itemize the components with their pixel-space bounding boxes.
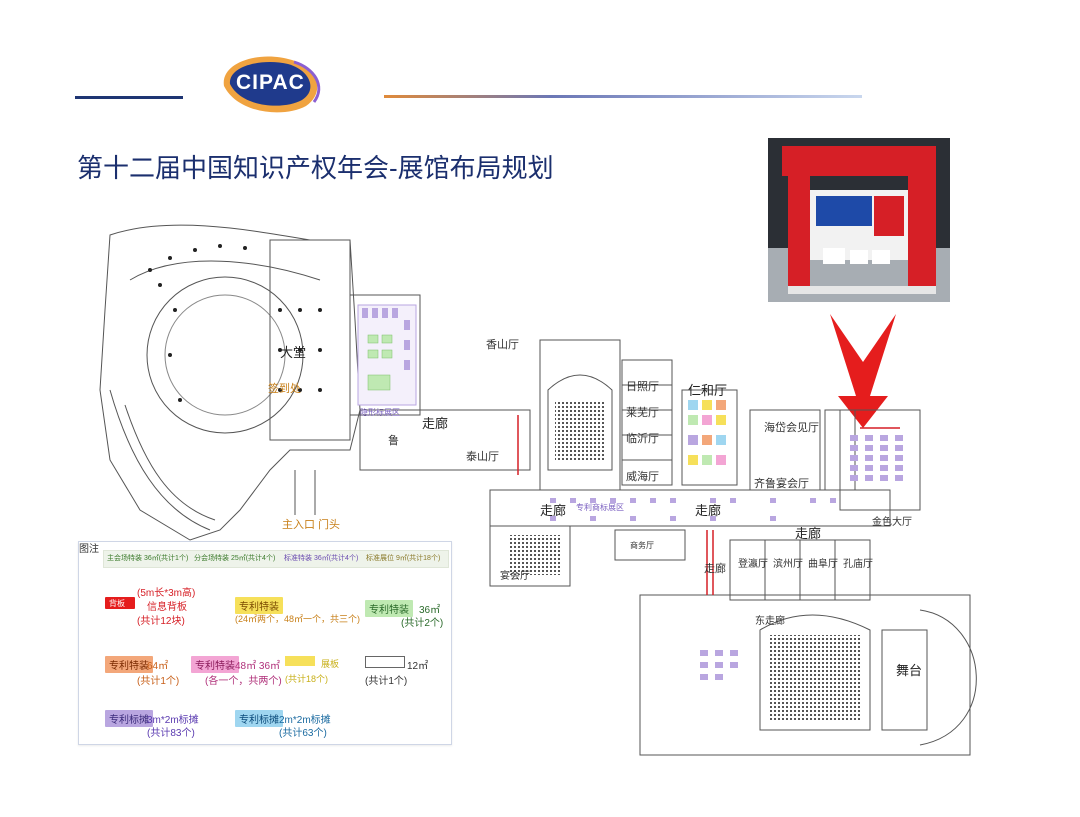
legend-pink-value: 48㎡ 36㎡: [235, 661, 281, 672]
label-taishan: 泰山厅: [466, 451, 499, 463]
legend-green-swatch: 专利特装: [365, 600, 413, 617]
label-linyi: 临沂厅: [626, 433, 659, 445]
legend-purple-swatch: 专利标摊: [105, 710, 153, 727]
label-registration: 签到处: [268, 383, 301, 395]
floor-plan: 大堂 签到处 主入口 门头 隐形标展区 走廊 鲁 泰山厅 香山厅 日照厅 莱芜厅…: [70, 210, 1000, 770]
label-qilu: 齐鲁宴会厅: [754, 478, 809, 490]
label-zoulang-v: 走廊: [704, 563, 726, 575]
legend-yellow-count-2: (共计18个): [285, 674, 329, 684]
legend-top-1: 主会场特装 36㎡(共计1个): [107, 555, 189, 562]
legend-white-value: 12㎡: [407, 661, 429, 672]
legend-blue-value: 2m*2m标摊: [279, 715, 331, 726]
label-zoulang-4: 走廊: [795, 526, 822, 541]
legend-yellow-text-2: 展板: [321, 659, 340, 669]
label-lu: 鲁: [388, 435, 399, 447]
label-binzhou: 滨州厅: [773, 559, 803, 570]
legend-purple-value: 3m*2m标摊: [147, 715, 199, 726]
legend-green-value: 36㎡: [419, 605, 441, 616]
label-zoulang-1: 走廊: [422, 416, 449, 431]
legend-orange-value: 64㎡: [147, 661, 169, 672]
legend-blue-count: (共计63个): [279, 728, 327, 739]
booth-photo: [768, 138, 950, 302]
legend-top-3: 标准特装 36㎡(共计4个): [284, 555, 359, 562]
legend-top-strip: 主会场特装 36㎡(共计1个) 分会场特装 25㎡(共计4个) 标准特装 36㎡…: [103, 550, 449, 568]
legend-yellow-swatch-2: [285, 656, 315, 666]
label-weihai: 威海厅: [626, 471, 659, 483]
arrow-down-icon: [830, 314, 896, 428]
label-hall-left: 隐形标展区: [360, 408, 400, 417]
legend-title: 图注: [79, 544, 99, 555]
legend-yellow-text-1: (24㎡两个，48㎡一个，共三个): [235, 614, 361, 624]
legend-pink-count: (各一个，共两个): [205, 676, 282, 687]
label-haidai: 海岱会见厅: [764, 422, 819, 434]
label-dengying: 登瀛厅: [738, 559, 768, 570]
legend-red-note: (5m长*3m高): [137, 588, 196, 599]
legend-white-count: (共计1个): [365, 676, 408, 687]
label-dong-zoulang: 东走廊: [755, 616, 785, 627]
label-xiangshan: 香山厅: [486, 339, 519, 351]
cipac-logo: CIPAC: [214, 52, 326, 114]
legend-yellow-swatch-1: 专利特装: [235, 597, 283, 614]
legend-pink-swatch: 专利特装: [191, 656, 239, 673]
label-renhe: 仁和厅: [688, 383, 728, 398]
header-line-right: [384, 95, 862, 98]
label-stage: 舞台: [896, 663, 923, 678]
logo-text: CIPAC: [236, 71, 305, 94]
legend-red-count: (共计12块): [137, 616, 185, 627]
legend-top-2: 分会场特装 25㎡(共计4个): [194, 555, 276, 562]
legend-blue-swatch: 专利标摊: [235, 710, 283, 727]
header-line-left: [75, 96, 183, 99]
legend-white-swatch: [365, 656, 405, 668]
legend: 图注 主会场特装 36㎡(共计1个) 分会场特装 25㎡(共计4个) 标准特装 …: [78, 541, 452, 745]
label-patent-area: 专利商标展区: [576, 503, 624, 512]
label-shangwu: 商务厅: [630, 541, 654, 550]
legend-top-4: 标准展位 9㎡(共计18个): [366, 555, 441, 562]
legend-orange-swatch: 专利特装: [105, 656, 153, 673]
label-zoulang-2: 走廊: [540, 503, 567, 518]
page-title: 第十二届中国知识产权年会-展馆布局规划: [77, 153, 554, 183]
legend-orange-count: (共计1个): [137, 676, 180, 687]
label-zoulang-3: 走廊: [695, 503, 722, 518]
label-jinse-dating: 金色大厅: [872, 517, 912, 528]
label-qufu: 曲阜厅: [808, 559, 838, 570]
legend-red-text: 信息背板: [147, 602, 187, 613]
legend-green-count: (共计2个): [401, 618, 444, 629]
label-zhenghe-hall: 宴会厅: [500, 571, 530, 582]
label-laiwu: 莱芜厅: [626, 407, 659, 419]
label-dating: 大堂: [280, 345, 307, 360]
legend-red-swatch: 背板: [105, 597, 135, 609]
label-main-entrance: 主入口 门头: [282, 519, 341, 531]
legend-purple-count: (共计83个): [147, 728, 195, 739]
label-rizhao: 日照厅: [626, 381, 659, 393]
label-kongmiao: 孔庙厅: [843, 559, 873, 570]
